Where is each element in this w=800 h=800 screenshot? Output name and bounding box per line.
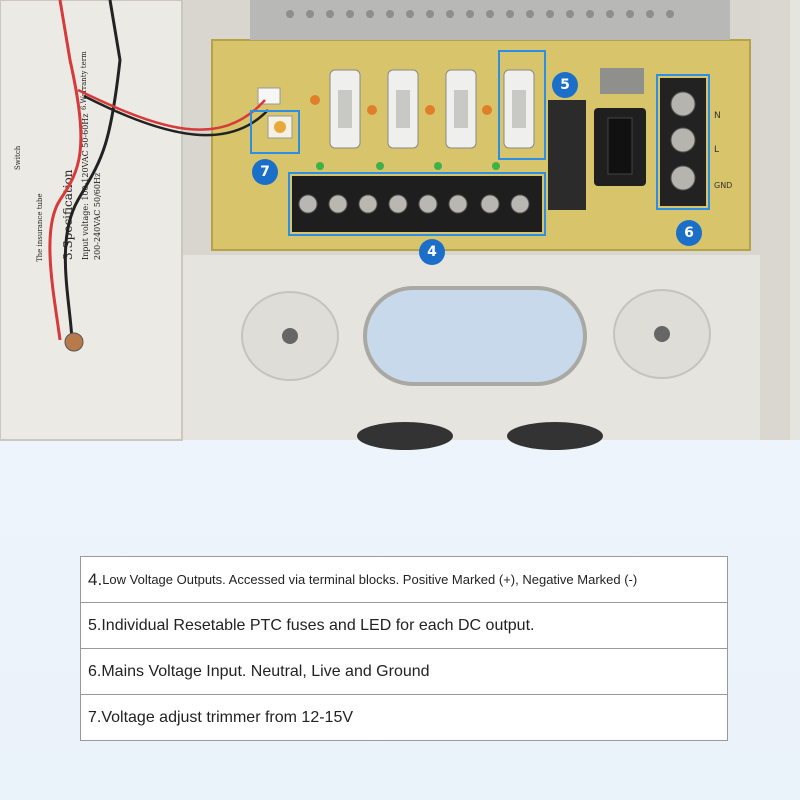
spec-table: 4.Low Voltage Outputs. Accessed via term… (80, 556, 728, 741)
cable-slot (363, 286, 587, 386)
callout-7: 7 (252, 159, 278, 185)
door-insurance: The insurance tube (36, 193, 44, 262)
spec-number: 6. (88, 662, 102, 680)
terminal-l-label: L (714, 145, 719, 155)
enclosure-door (0, 0, 182, 440)
spec-text: Mains Voltage Input. Neutral, Live and G… (101, 662, 430, 680)
door-switch: Switch (14, 145, 22, 170)
highlight-box-4 (288, 172, 546, 236)
highlight-box-7 (250, 110, 300, 154)
fuse-row (329, 69, 535, 149)
spec-row-6: 6. Mains Voltage Input. Neutral, Live an… (81, 649, 727, 695)
terminal-n-label: N (714, 111, 721, 121)
spec-row-7: 7.Voltage adjust trimmer from 12-15V (81, 695, 727, 740)
spec-number: 4. (88, 569, 103, 589)
spec-text: Voltage adjust trimmer from 12-15V (101, 708, 354, 726)
spec-text: Individual Resetable PTC fuses and LED f… (101, 616, 535, 634)
spec-number: 5. (88, 616, 102, 634)
callout-5: 5 (552, 72, 578, 98)
door-input-line2: 200-240VAC 50/60Hz (93, 173, 102, 260)
callout-4: 4 (419, 239, 445, 265)
door-warranty: 6.Warranty term (80, 51, 88, 110)
transformer-mesh (250, 0, 730, 40)
highlight-box-5 (498, 50, 546, 160)
spec-row-5: 5.Individual Resetable PTC fuses and LED… (81, 603, 727, 649)
terminal-gnd-label: GND (714, 181, 732, 190)
highlight-box-6 (656, 74, 710, 210)
callout-6: 6 (676, 220, 702, 246)
spec-text: Low Voltage Outputs. Accessed via termin… (102, 572, 638, 587)
spec-row-4: 4.Low Voltage Outputs. Accessed via term… (81, 557, 727, 603)
spec-number: 7. (88, 708, 102, 726)
capacitor-block (548, 100, 586, 210)
product-photo: N L GND 3.Specification Input voltage: 1… (0, 0, 800, 450)
